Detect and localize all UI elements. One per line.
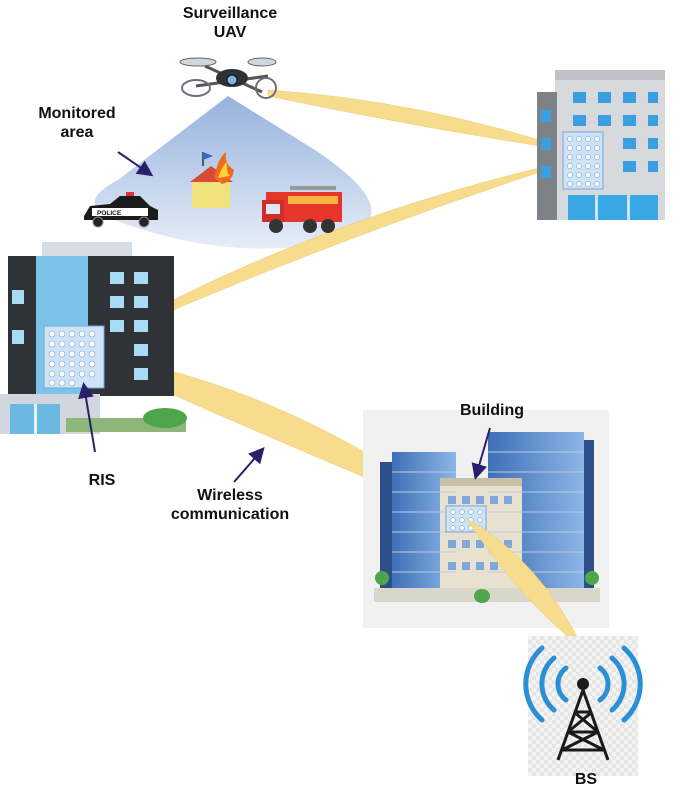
ris-panel-icon — [445, 505, 487, 533]
arrow-wireless — [233, 446, 265, 483]
police-car-text: POLICE — [97, 210, 122, 217]
arrow-monitored-area — [117, 151, 154, 177]
uav-label: Surveillance UAV — [170, 4, 290, 42]
wireless-communication-label: Wireless communication — [150, 486, 310, 524]
drone-icon — [179, 57, 277, 99]
uav-label-line2: UAV — [213, 24, 247, 41]
monitored-area-label: Monitored area — [22, 104, 132, 142]
monitored-area-label-line2: area — [60, 124, 94, 141]
fire-truck-icon — [262, 186, 342, 233]
arrow-ris — [78, 382, 96, 453]
pointer-arrows — [78, 151, 491, 483]
ris-panel-icon — [562, 131, 604, 190]
police-car-icon: POLICE — [84, 192, 158, 228]
ris-panel-icon — [43, 325, 105, 389]
wireless-label-line1: Wireless — [197, 487, 263, 504]
wireless-label-line2: communication — [170, 506, 290, 523]
bs-label: BS — [574, 771, 598, 788]
building-label: Building — [460, 402, 524, 419]
radio-tower-icon — [523, 636, 643, 776]
monitored-area-label-line1: Monitored — [38, 105, 116, 122]
arrow-building — [471, 427, 491, 480]
burning-house-icon — [190, 152, 234, 208]
beam-uav-to-ris — [267, 89, 579, 153]
ris-label: RIS — [88, 472, 116, 489]
uav-label-line1: Surveillance — [182, 5, 278, 22]
